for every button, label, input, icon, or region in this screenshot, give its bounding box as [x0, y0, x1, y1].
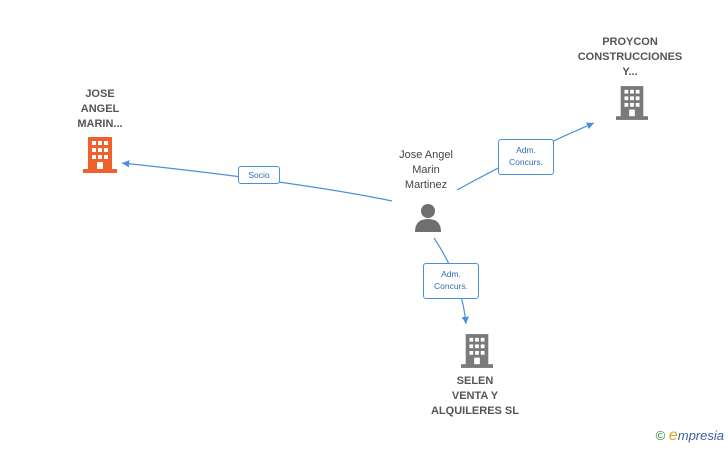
- person-icon[interactable]: [413, 202, 443, 232]
- node-label-jose-angel-marin[interactable]: JOSE ANGEL MARIN...: [77, 88, 123, 130]
- node-label-proycon[interactable]: PROYCON CONSTRUCCIONES Y...: [577, 36, 683, 78]
- building-icon[interactable]: [616, 86, 648, 120]
- empresia-logo-e: e: [668, 427, 678, 444]
- edge-label-socio: Socio: [238, 166, 280, 184]
- empresia-logo-text: mpresia: [677, 428, 724, 443]
- copyright-icon: ©: [655, 428, 666, 443]
- node-label-person[interactable]: Jose Angel Marin Martinez: [399, 149, 453, 191]
- building-icon[interactable]: [461, 334, 493, 368]
- node-label-selen[interactable]: SELEN VENTA Y ALQUILERES SL: [430, 375, 519, 417]
- empresia-brand: © empresia: [656, 427, 724, 445]
- edge-label-adm-proycon: Adm. Concurs.: [498, 139, 554, 175]
- edge-label-adm-selen: Adm. Concurs.: [423, 263, 479, 299]
- building-icon[interactable]: [83, 137, 117, 173]
